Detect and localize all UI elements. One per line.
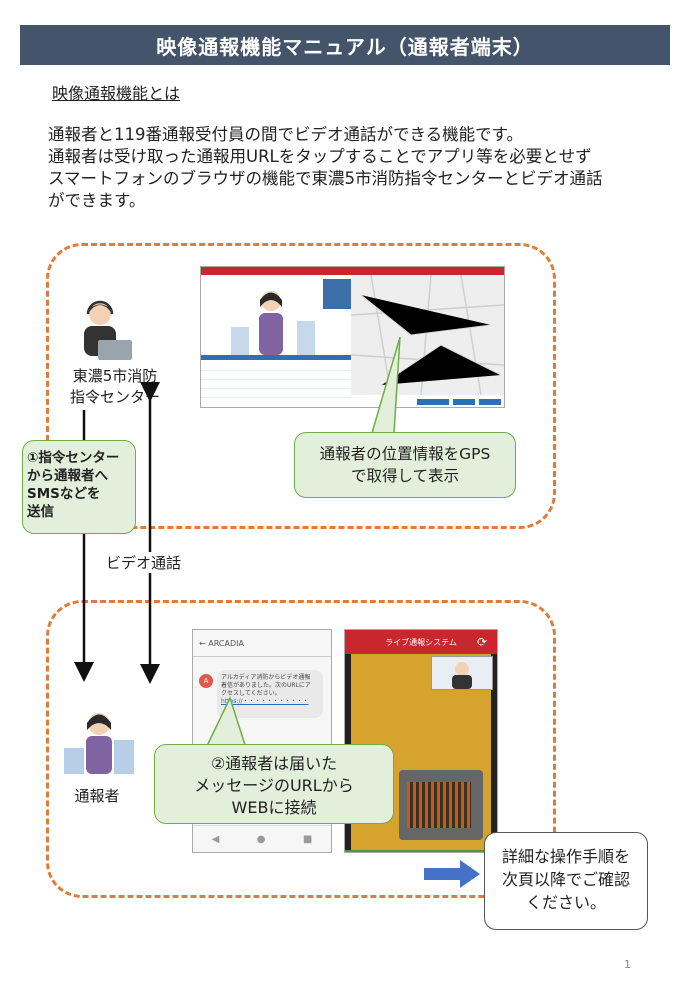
sms-sender-avatar: A — [199, 674, 213, 688]
url-callout-line-1: ②通報者は届いた — [210, 754, 338, 773]
sms-url-link[interactable]: https://・・・・・・・・・・・ — [221, 698, 309, 705]
gps-callout-line-1: 通報者の位置情報をGPS — [319, 445, 491, 463]
screen-header-bar — [201, 267, 504, 275]
description-line-4: ができます。 — [48, 191, 146, 210]
sms-callout-line-4: 送信 — [27, 504, 54, 520]
next-pages-callout: 詳細な操作手順を 次頁以降でご確認 ください。 — [484, 832, 648, 930]
back-arrow-icon: ← — [199, 638, 209, 648]
heater-grill — [407, 782, 471, 828]
screen-reporter-figure — [231, 291, 315, 355]
video-call-label: ビデオ通話 — [104, 552, 184, 573]
camera-app-title: ライブ通報システム — [385, 637, 457, 647]
next-arrow-icon — [424, 860, 480, 888]
description-line-3: スマートフォンのブラウザの機能で東濃5市消防指令センターとビデオ通話 — [48, 169, 603, 188]
camera-heater-object — [399, 770, 483, 840]
camera-bottom-strip — [345, 850, 497, 852]
refresh-icon[interactable]: ⟳ — [476, 635, 487, 649]
gps-callout-line-2: で取得して表示 — [350, 467, 460, 485]
sms-message-line-3: クセスしてください。 — [221, 690, 281, 697]
reporter-label: 通報者 — [74, 787, 120, 805]
android-nav-bar: ◀ ● ■ — [193, 825, 331, 852]
nav-recent-icon[interactable]: ■ — [302, 833, 313, 845]
gps-callout-tail — [371, 336, 401, 434]
sms-callout: ①指令センター から通報者へ SMSなどを 送信 — [22, 440, 136, 534]
command-center-label: 東濃5市消防 指令センター — [60, 366, 170, 408]
screen-button-1 — [417, 399, 449, 405]
screen-info-table — [201, 362, 351, 402]
next-callout-line-2: 次頁以降でご確認 — [501, 870, 630, 889]
camera-operator-thumbnail — [431, 656, 493, 690]
screen-map — [350, 274, 504, 396]
sms-callout-line-1: ①指令センター — [27, 450, 120, 466]
gps-callout: 通報者の位置情報をGPS で取得して表示 — [294, 432, 516, 498]
reporter-icon — [64, 713, 134, 774]
reporter-region — [46, 600, 556, 898]
url-callout: ②通報者は届いた メッセージのURLから WEBに接続 — [154, 744, 394, 824]
sms-callout-line-3: SMSなどを — [27, 486, 101, 502]
description-line-1: 通報者と119番通報受付員の間でビデオ通話ができる機能です。 — [48, 125, 524, 144]
command-center-region — [46, 243, 556, 529]
page-title: 映像通報機能マニュアル（通報者端末） — [20, 25, 670, 65]
nav-back-icon[interactable]: ◀ — [211, 833, 220, 845]
sms-message-line-2: 着信がありました。次のURLにア — [221, 682, 311, 689]
sms-message-bubble: アルカディア消防からビデオ通報 着信がありました。次のURLにア クセスしてくだ… — [217, 670, 323, 718]
section-heading: 映像通報機能とは — [52, 84, 181, 103]
screen-operator-thumbnail — [323, 279, 351, 309]
nav-home-icon[interactable]: ● — [256, 833, 266, 845]
command-center-label-line-2: 指令センター — [69, 388, 160, 406]
sms-app-header: ← ARCADIA — [193, 630, 331, 657]
command-center-label-line-1: 東濃5市消防 — [72, 367, 158, 385]
screen-button-3 — [479, 399, 501, 405]
next-callout-line-1: 詳細な操作手順を — [501, 847, 630, 866]
command-center-screen — [200, 266, 505, 408]
camera-app-header: ライブ通報システム ⟳ — [345, 630, 497, 654]
operator-icon — [84, 300, 132, 360]
screen-video-pane — [201, 275, 351, 357]
url-callout-tail — [204, 695, 248, 749]
page-number: 1 — [624, 958, 631, 971]
description-line-2: 通報者は受け取った通報用URLをタップすることでアプリ等を必要とせず — [48, 147, 592, 166]
sms-message-line-1: アルカディア消防からビデオ通報 — [221, 674, 311, 681]
sms-callout-line-2: から通報者へ — [27, 468, 108, 484]
url-callout-line-3: WEBに接続 — [231, 798, 317, 817]
url-callout-line-2: メッセージのURLから — [194, 776, 354, 795]
screen-button-2 — [453, 399, 475, 405]
sms-app-name: ARCADIA — [208, 638, 244, 648]
next-callout-line-3: ください。 — [525, 893, 606, 912]
screen-info-header — [201, 355, 351, 360]
